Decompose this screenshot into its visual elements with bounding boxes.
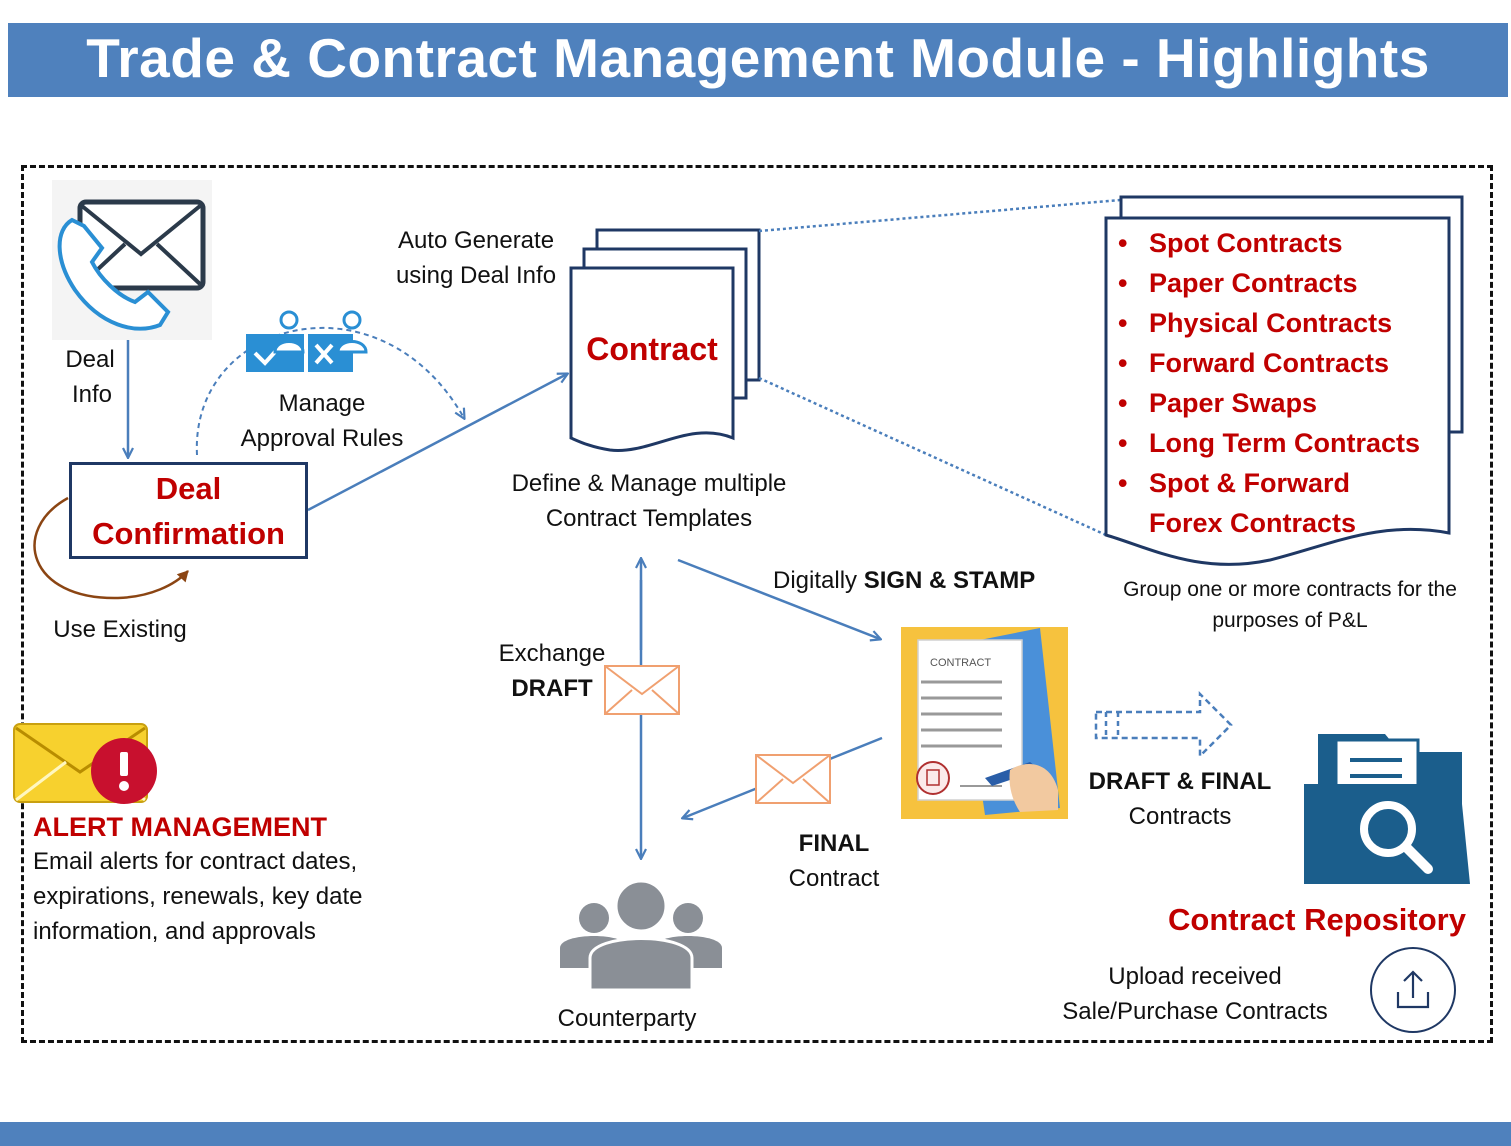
repository-title: Contract Repository bbox=[1168, 902, 1466, 937]
use-existing-loop bbox=[33, 496, 189, 600]
bullet-icon: • bbox=[1118, 468, 1128, 498]
contract-type-item: Forex Contracts bbox=[1118, 503, 1420, 543]
upload-icon[interactable] bbox=[1370, 947, 1456, 1033]
deal-info-label-2: Info bbox=[71, 381, 113, 408]
approval-users-icon bbox=[246, 310, 368, 372]
folder-search-icon bbox=[1304, 734, 1470, 884]
deal-confirmation-line1: Deal bbox=[155, 471, 222, 506]
group-note-2: purposes of P&L bbox=[1212, 609, 1368, 632]
upload-label-1: Upload received bbox=[1108, 963, 1282, 990]
bullet-icon: • bbox=[1118, 228, 1128, 258]
contract-type-item: • Forward Contracts bbox=[1118, 343, 1420, 383]
contract-type-label: Paper Contracts bbox=[1149, 268, 1358, 298]
templates-label-1: Define & Manage multiple bbox=[511, 470, 787, 497]
counterparty-label: Counterparty bbox=[557, 1005, 697, 1032]
auto-generate-label-1: Auto Generate bbox=[397, 227, 555, 254]
upload-label-2: Sale/Purchase Contracts bbox=[1062, 998, 1328, 1025]
alert-line-1: Email alerts for contract dates, bbox=[33, 848, 358, 875]
sign-stamp-label: Digitally SIGN & STAMP bbox=[773, 567, 1035, 595]
contract-types-document bbox=[1104, 195, 1464, 566]
approval-label-1: Manage bbox=[278, 390, 366, 417]
signed-contract-icon: CONTRACT bbox=[901, 627, 1068, 819]
contract-type-item: • Long Term Contracts bbox=[1118, 423, 1420, 463]
contract-label: Contract bbox=[586, 331, 718, 367]
final-label-1: FINAL bbox=[798, 830, 870, 857]
exchange-label-1: Exchange bbox=[498, 640, 606, 667]
contract-type-label: Forward Contracts bbox=[1149, 348, 1390, 378]
contract-type-label: Physical Contracts bbox=[1149, 308, 1393, 338]
contract-doc-header: CONTRACT bbox=[930, 657, 991, 669]
arrow-sign-stamp bbox=[677, 558, 880, 639]
deal-confirmation-line2: Confirmation bbox=[92, 516, 285, 551]
templates-label-2: Contract Templates bbox=[545, 505, 753, 532]
bullet-icon: • bbox=[1118, 428, 1128, 458]
contract-type-item: • Spot Contracts bbox=[1118, 223, 1420, 263]
people-group-icon bbox=[560, 879, 722, 992]
contract-document-stack bbox=[569, 228, 761, 452]
alert-title: ALERT MANAGEMENT bbox=[33, 812, 327, 842]
arrow-confirmation-to-contract bbox=[307, 374, 567, 512]
contract-type-label: Forex Contracts bbox=[1149, 508, 1357, 538]
exchange-label-2: DRAFT bbox=[511, 675, 593, 702]
contract-type-label: Spot Contracts bbox=[1149, 228, 1343, 258]
draft-final-label-2: Contracts bbox=[1128, 803, 1232, 830]
dashed-outline-arrow bbox=[1094, 690, 1233, 760]
contract-type-item: • Paper Swaps bbox=[1118, 383, 1420, 423]
dotted-connector-top bbox=[758, 198, 1121, 233]
page-title: Trade & Contract Management Module - Hig… bbox=[86, 27, 1430, 89]
bullet-icon: • bbox=[1118, 308, 1128, 338]
contract-type-item: • Spot & Forward bbox=[1118, 463, 1420, 503]
alert-envelope-icon bbox=[13, 723, 157, 804]
contract-type-item: • Physical Contracts bbox=[1118, 303, 1420, 343]
group-note-1: Group one or more contracts for the bbox=[1123, 578, 1457, 601]
use-existing-label: Use Existing bbox=[53, 616, 187, 643]
approval-label-2: Approval Rules bbox=[240, 425, 404, 452]
contract-type-label: Long Term Contracts bbox=[1149, 428, 1421, 458]
approval-rules-arc bbox=[195, 326, 464, 456]
bullet-icon: • bbox=[1118, 388, 1128, 418]
alert-line-3: information, and approvals bbox=[33, 918, 316, 945]
contract-type-label: Paper Swaps bbox=[1149, 388, 1318, 418]
bullet-icon: • bbox=[1118, 268, 1128, 298]
bullet-icon: • bbox=[1118, 348, 1128, 378]
final-label-2: Contract bbox=[788, 865, 880, 892]
deal-confirmation-box[interactable]: Deal Confirmation bbox=[69, 462, 308, 559]
sign-prefix: Digitally bbox=[773, 567, 864, 594]
envelope-phone-icon bbox=[52, 180, 212, 340]
auto-generate-label-2: using Deal Info bbox=[395, 262, 557, 289]
draft-envelope-icon bbox=[604, 665, 680, 715]
contract-type-item: • Paper Contracts bbox=[1118, 263, 1420, 303]
sign-bold: SIGN & STAMP bbox=[863, 567, 1036, 594]
alert-line-2: expirations, renewals, key date bbox=[33, 883, 363, 910]
contract-types-list: • Spot Contracts • Paper Contracts • Physic… bbox=[1118, 223, 1420, 543]
diagram-frame bbox=[21, 165, 1493, 1043]
footer-bar bbox=[0, 1122, 1511, 1146]
contract-type-label: Spot & Forward bbox=[1149, 468, 1350, 498]
title-banner: Trade & Contract Management Module - Hig… bbox=[8, 23, 1508, 97]
draft-final-label-1: DRAFT & FINAL bbox=[1088, 768, 1272, 795]
deal-info-label-1: Deal bbox=[65, 346, 115, 373]
final-envelope-icon bbox=[755, 754, 831, 804]
